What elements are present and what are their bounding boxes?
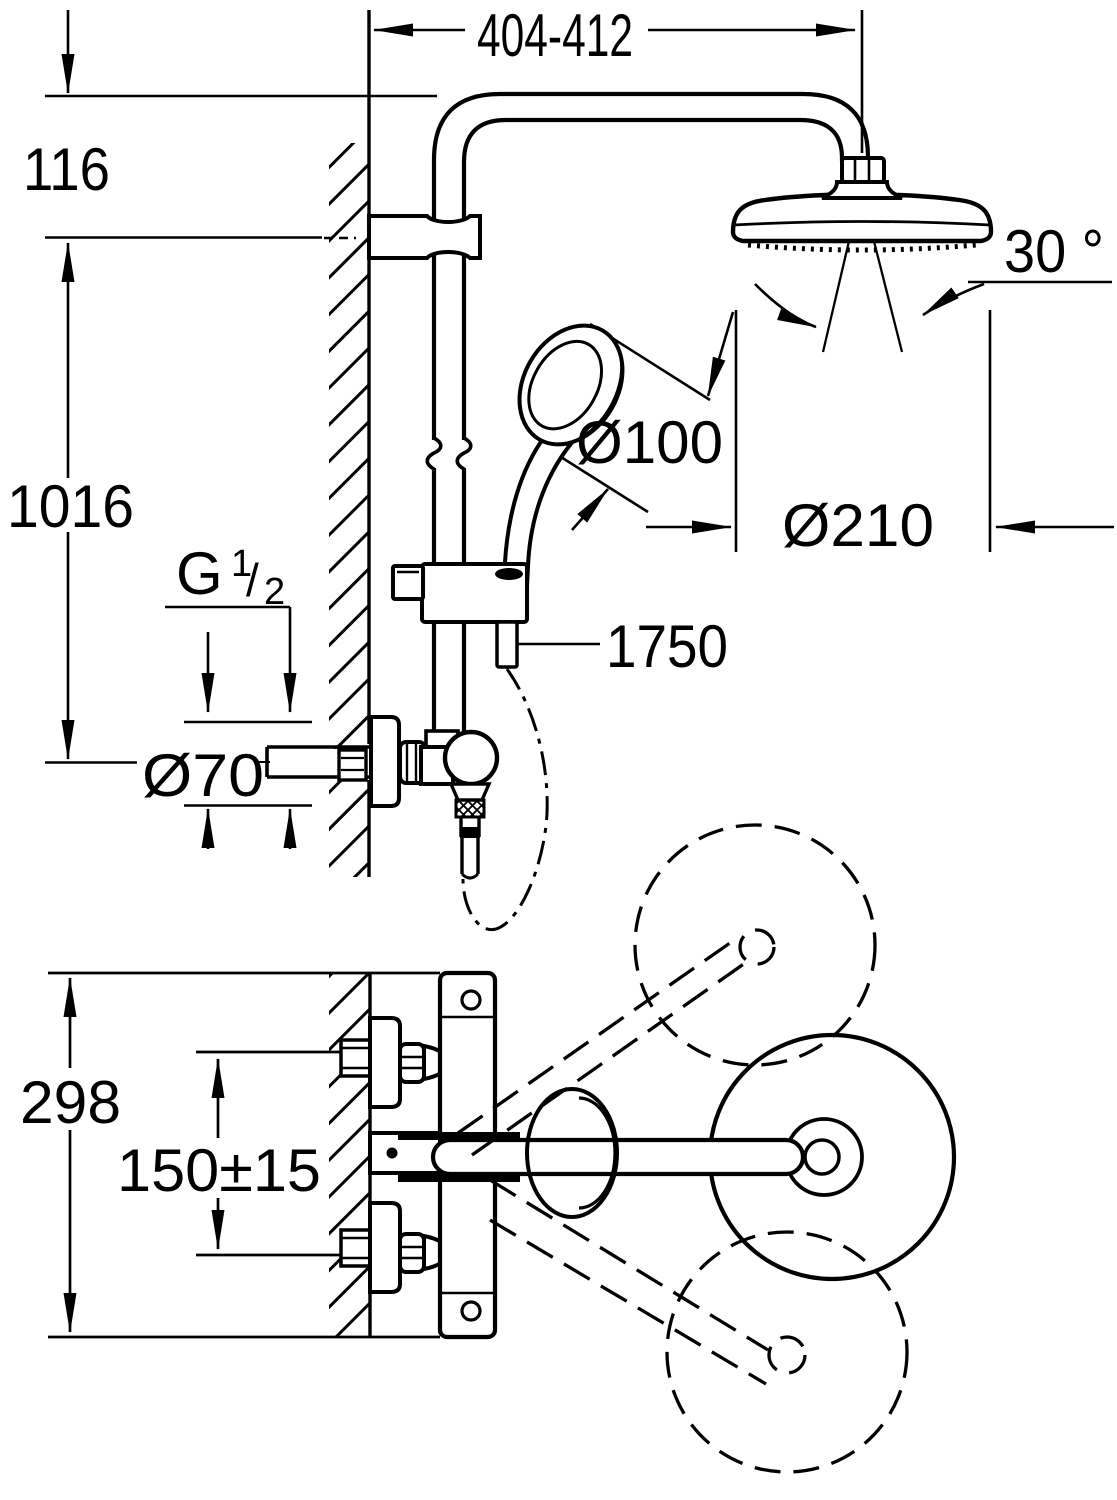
wall-bracket	[367, 214, 482, 260]
arm-nut	[840, 156, 886, 184]
escutcheon-plan-lower	[368, 1201, 402, 1294]
valve-body-plan	[368, 970, 520, 1340]
dim-thread-size: G 1 / 2	[176, 540, 285, 613]
wall-hatch-plan	[329, 973, 370, 1337]
dimension-lines-plan	[48, 971, 440, 1339]
dim-spray-angle: 30 °	[1004, 218, 1104, 285]
dimension-labels: 404-412 116 1016 30 ° Ø100 Ø210 1750 Ø70…	[7, 2, 1104, 1204]
thread-numerator: 1	[231, 543, 252, 585]
escutcheon-plan-upper	[368, 1016, 402, 1109]
dim-valve-depth: 298	[20, 1069, 121, 1136]
rail-slider-holder	[391, 562, 529, 669]
dim-hand-shower-dia: Ø100	[576, 409, 723, 476]
dimension-lines-side	[45, 10, 1114, 849]
plan-view	[48, 823, 957, 1474]
hose-upper	[460, 838, 480, 874]
head-swivel-lower	[665, 1230, 909, 1474]
outlet-cone	[448, 782, 492, 802]
dim-rail-height: 1016	[7, 473, 134, 540]
hand-shower-plan	[525, 1087, 619, 1219]
dim-wall-offset: 116	[23, 136, 110, 203]
mounting-hole-bottom	[460, 1300, 482, 1322]
dim-hose-length: 1750	[606, 613, 728, 680]
temperature-handle	[442, 729, 500, 787]
escutcheon-side	[369, 715, 401, 808]
ball-joint-cone	[821, 180, 903, 200]
pipe-break	[425, 436, 473, 471]
handle-socket	[495, 568, 523, 580]
dim-head-shower-dia: Ø210	[782, 492, 934, 559]
mount-screw	[386, 1147, 398, 1159]
thread-letter: G	[176, 540, 223, 607]
mounting-hole-top	[460, 989, 482, 1011]
thermostat-valve	[265, 715, 500, 880]
shower-hose-loop	[461, 668, 549, 932]
s-union-hex	[337, 748, 368, 782]
dim-inlet-spacing: 150±15	[117, 1137, 321, 1204]
dim-top-width: 404-412	[477, 2, 633, 69]
spray-nozzles	[747, 242, 977, 253]
hand-shower-head	[517, 323, 625, 447]
ball-joint-plan	[803, 1138, 841, 1176]
inlet-connections	[339, 1016, 450, 1294]
slider-knob	[391, 564, 425, 601]
side-view	[45, 10, 1114, 932]
swivel-positions	[457, 823, 909, 1474]
hand-shower-face	[539, 330, 623, 445]
shower-arm-and-riser	[431, 91, 871, 733]
hose-coupling	[454, 798, 486, 819]
dim-escutcheon-dia: Ø70	[142, 742, 264, 809]
thread-denominator: 2	[264, 571, 285, 613]
thread-slash: /	[246, 554, 259, 606]
hose-nipple	[495, 620, 519, 669]
head-swivel-upper	[633, 823, 877, 1067]
head-shower-side	[730, 156, 994, 253]
